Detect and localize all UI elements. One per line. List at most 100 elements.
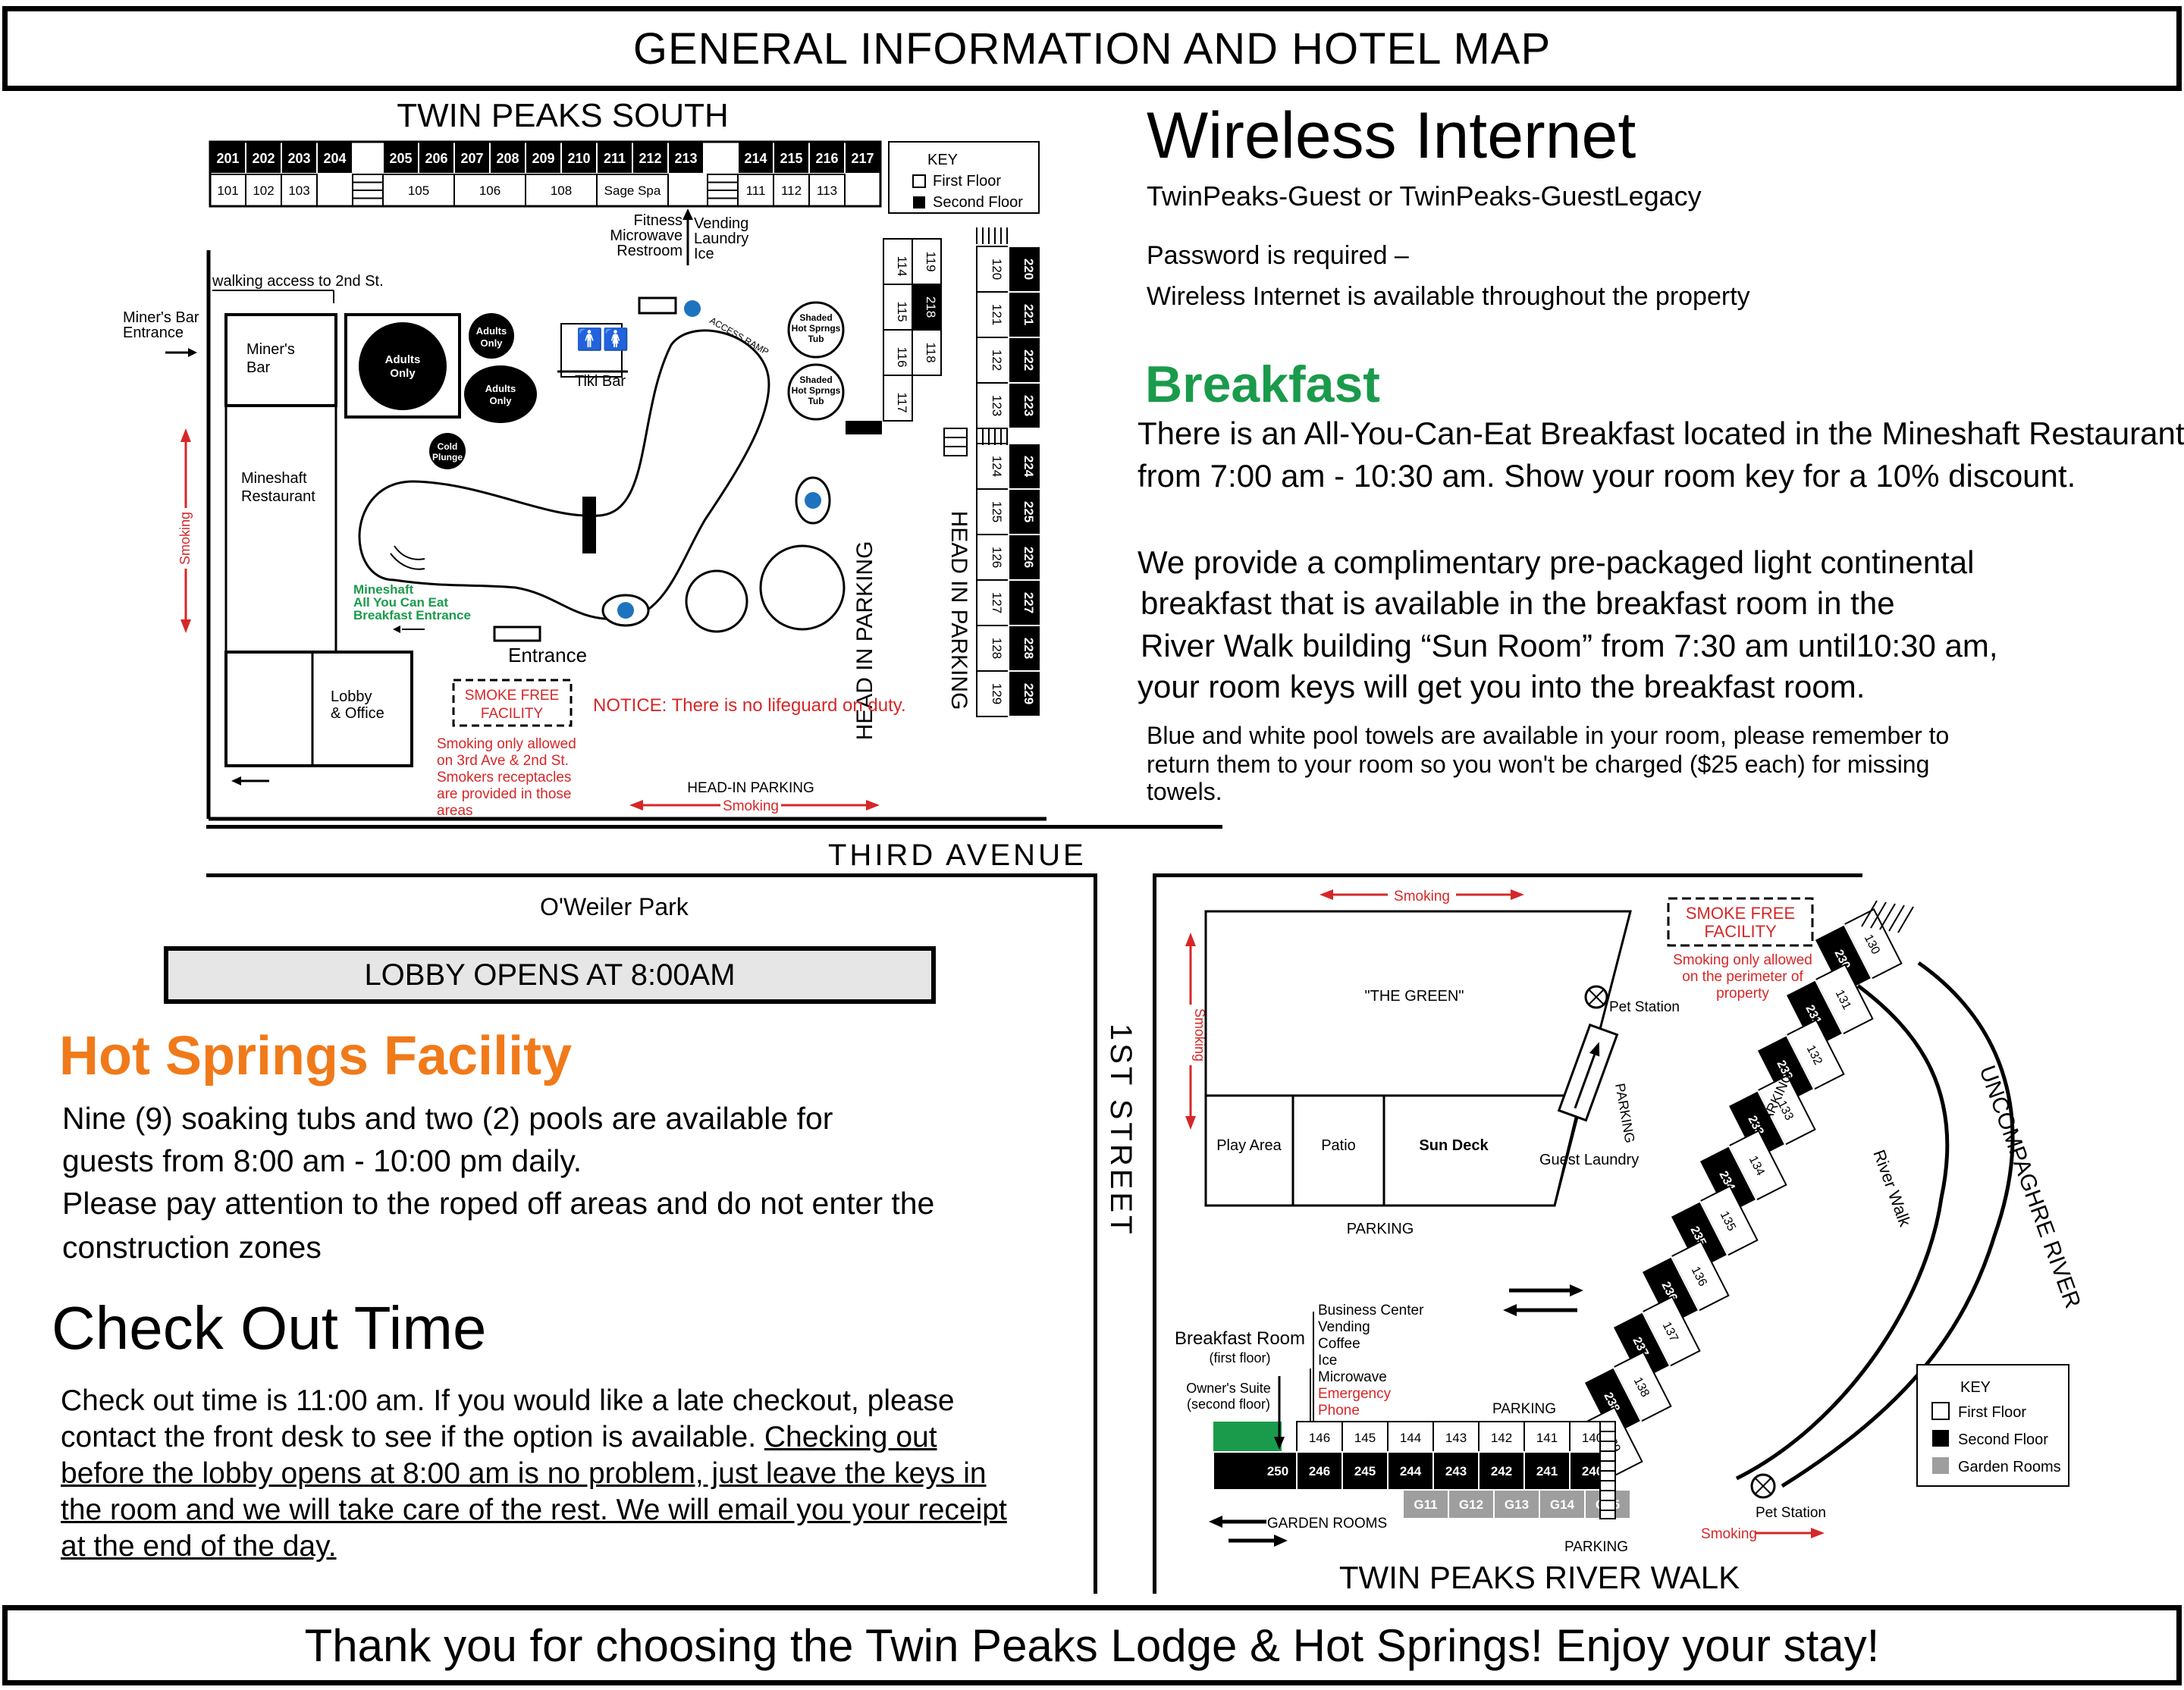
restroom-label: Restroom — [617, 243, 682, 259]
room-label-214: 214 — [744, 151, 767, 166]
room-label-217: 217 — [851, 151, 874, 166]
hot-springs-title: Hot Springs Facility — [59, 1026, 573, 1086]
shaded-tub-1-label-3: Tub — [808, 334, 824, 344]
tiki-bar-label: Tiki Bar — [575, 373, 626, 390]
room-label-246: 246 — [1309, 1464, 1330, 1478]
room-label-140: 140 — [1582, 1431, 1603, 1445]
pet-station-label-1: Pet Station — [1609, 999, 1680, 1015]
adults-only-tub-1 — [469, 313, 514, 359]
room-label-g13: G13 — [1505, 1497, 1529, 1512]
rw-key-garden-swatch — [1932, 1457, 1949, 1474]
room-label-212: 212 — [639, 151, 661, 166]
south-map-title: TWIN PEAKS SOUTH — [397, 97, 729, 134]
breakfast-para2-line2: breakfast that is available in the break… — [1141, 585, 1895, 621]
room-225 — [1008, 488, 1041, 535]
room-label-124: 124 — [990, 456, 1004, 477]
business-center-label-5: Microwave — [1318, 1369, 1387, 1385]
breakfast-para2-line4: your room keys will get you into the bre… — [1138, 669, 1866, 704]
room-label-207: 207 — [460, 151, 483, 166]
rw-key-second-label: Second Floor — [1958, 1431, 2048, 1448]
room-121 — [976, 291, 1009, 338]
wireless-password: Password is required – — [1147, 241, 1409, 270]
room-label-228: 228 — [1021, 638, 1036, 659]
lobby-label-2: & Office — [331, 705, 384, 722]
south-key-first-label: First Floor — [933, 173, 1001, 190]
room-label-142: 142 — [1491, 1431, 1512, 1445]
smoking-arrow-bottom-head-right — [866, 800, 880, 811]
room-label-243: 243 — [1445, 1464, 1467, 1478]
room-144 — [1387, 1421, 1434, 1453]
page-title: GENERAL INFORMATION AND HOTEL MAP — [632, 24, 1552, 74]
hot-springs-line1: Nine (9) soaking tubs and two (2) pools … — [62, 1101, 833, 1136]
third-avenue-line-right — [1153, 873, 1862, 877]
checkout-line4: the room and we will take care of the re… — [61, 1494, 1007, 1526]
rw-smoking-left-label: Smoking — [1192, 1008, 1207, 1061]
business-center-label: Business Center — [1318, 1303, 1424, 1318]
towels-line2: return them to your room so you won't be… — [1147, 751, 1930, 778]
room-label-113: 113 — [817, 183, 837, 198]
room-g13 — [1493, 1489, 1540, 1519]
shaded-tub-1-label-2: Hot Sprngs — [792, 323, 841, 334]
room-label-221: 221 — [1021, 304, 1036, 325]
riverwalk-title: TWIN PEAKS RIVER WALK — [1339, 1560, 1740, 1595]
breakfast-room-green — [1213, 1422, 1282, 1452]
vending-label: Vending — [694, 215, 748, 232]
room-217 — [844, 141, 881, 174]
rw-smoking-arrow-top-head-left — [1320, 889, 1333, 900]
room-sage-spa — [596, 174, 669, 207]
room-label-128: 128 — [990, 638, 1004, 659]
checkout-line2: contact the front desk to see if the opt… — [61, 1421, 937, 1454]
room-label-116: 116 — [895, 346, 909, 367]
room-113 — [808, 174, 846, 207]
pet-station-label-2: Pet Station — [1756, 1505, 1826, 1521]
rw-smoking-top-label-bg — [1388, 887, 1456, 904]
breakfast-room-floor-label: (first floor) — [1210, 1350, 1271, 1365]
towels-line1: Blue and white pool towels are available… — [1147, 722, 1950, 749]
rw-smoking-top-label: Smoking — [1394, 889, 1450, 905]
footer-text: Thank you for choosing the Twin Peaks Lo… — [304, 1619, 1880, 1671]
third-avenue-label: THIRD AVENUE — [828, 839, 1087, 872]
room-label-sage-spa: Sage Spa — [604, 183, 661, 198]
rw-smoking-bottom-label: Smoking — [1701, 1526, 1757, 1542]
traffic-arrow-1-head — [1570, 1284, 1583, 1297]
rw-diag-stairs — [1861, 900, 1914, 933]
business-center-label-6: Emergency — [1318, 1386, 1392, 1402]
parking-label-bottom: PARKING — [1492, 1401, 1556, 1417]
room-g11 — [1402, 1489, 1449, 1519]
smoking-arrow-bottom-head-left — [629, 800, 643, 811]
hot-springs-line4: construction zones — [62, 1230, 322, 1265]
rw-bottom-stairs — [1599, 1421, 1616, 1519]
guest-laundry-building — [1557, 1023, 1619, 1122]
accessibility-icon-1 — [684, 300, 701, 317]
breakfast-para2-line3: River Walk building “Sun Room” from 7:30… — [1141, 628, 1998, 663]
adults-only-pool — [359, 322, 447, 410]
room-label-126: 126 — [990, 547, 1004, 568]
smoking-note: Smoking only allowed — [437, 736, 576, 752]
smoking-arrow-south-head-up — [180, 428, 191, 442]
lobby-opens-banner: LOBBY OPENS AT 8:00AM — [164, 946, 936, 1004]
hot-springs-line3: Please pay attention to the roped off ar… — [62, 1186, 935, 1221]
breakfast-entrance-arrow-head — [393, 626, 400, 633]
room-label-118: 118 — [924, 342, 938, 362]
far-stairs-2 — [976, 428, 1008, 445]
tiki-bar-box — [560, 323, 623, 378]
breakfast-room-label: Breakfast Room — [1175, 1328, 1305, 1349]
room-224 — [1008, 443, 1041, 490]
room-label-127: 127 — [990, 592, 1004, 613]
shaded-tub-2-label-3: Tub — [808, 396, 824, 406]
south-key-title: KEY — [927, 152, 958, 168]
accessibility-icon-2 — [805, 492, 821, 509]
riverwalk-key-title: KEY — [1960, 1379, 1991, 1396]
breakfast-para1-line1: There is an All-You-Can-Eat Breakfast lo… — [1138, 415, 2184, 451]
room-label-202: 202 — [252, 151, 275, 166]
guest-laundry-label: Guest Laundry — [1539, 1152, 1639, 1168]
room-label-223: 223 — [1021, 395, 1036, 416]
smoking-note-3: Smokers receptacles — [437, 770, 571, 785]
checkout-line5: at the end of the day. — [61, 1530, 337, 1563]
smoke-free-box-south — [452, 679, 573, 727]
